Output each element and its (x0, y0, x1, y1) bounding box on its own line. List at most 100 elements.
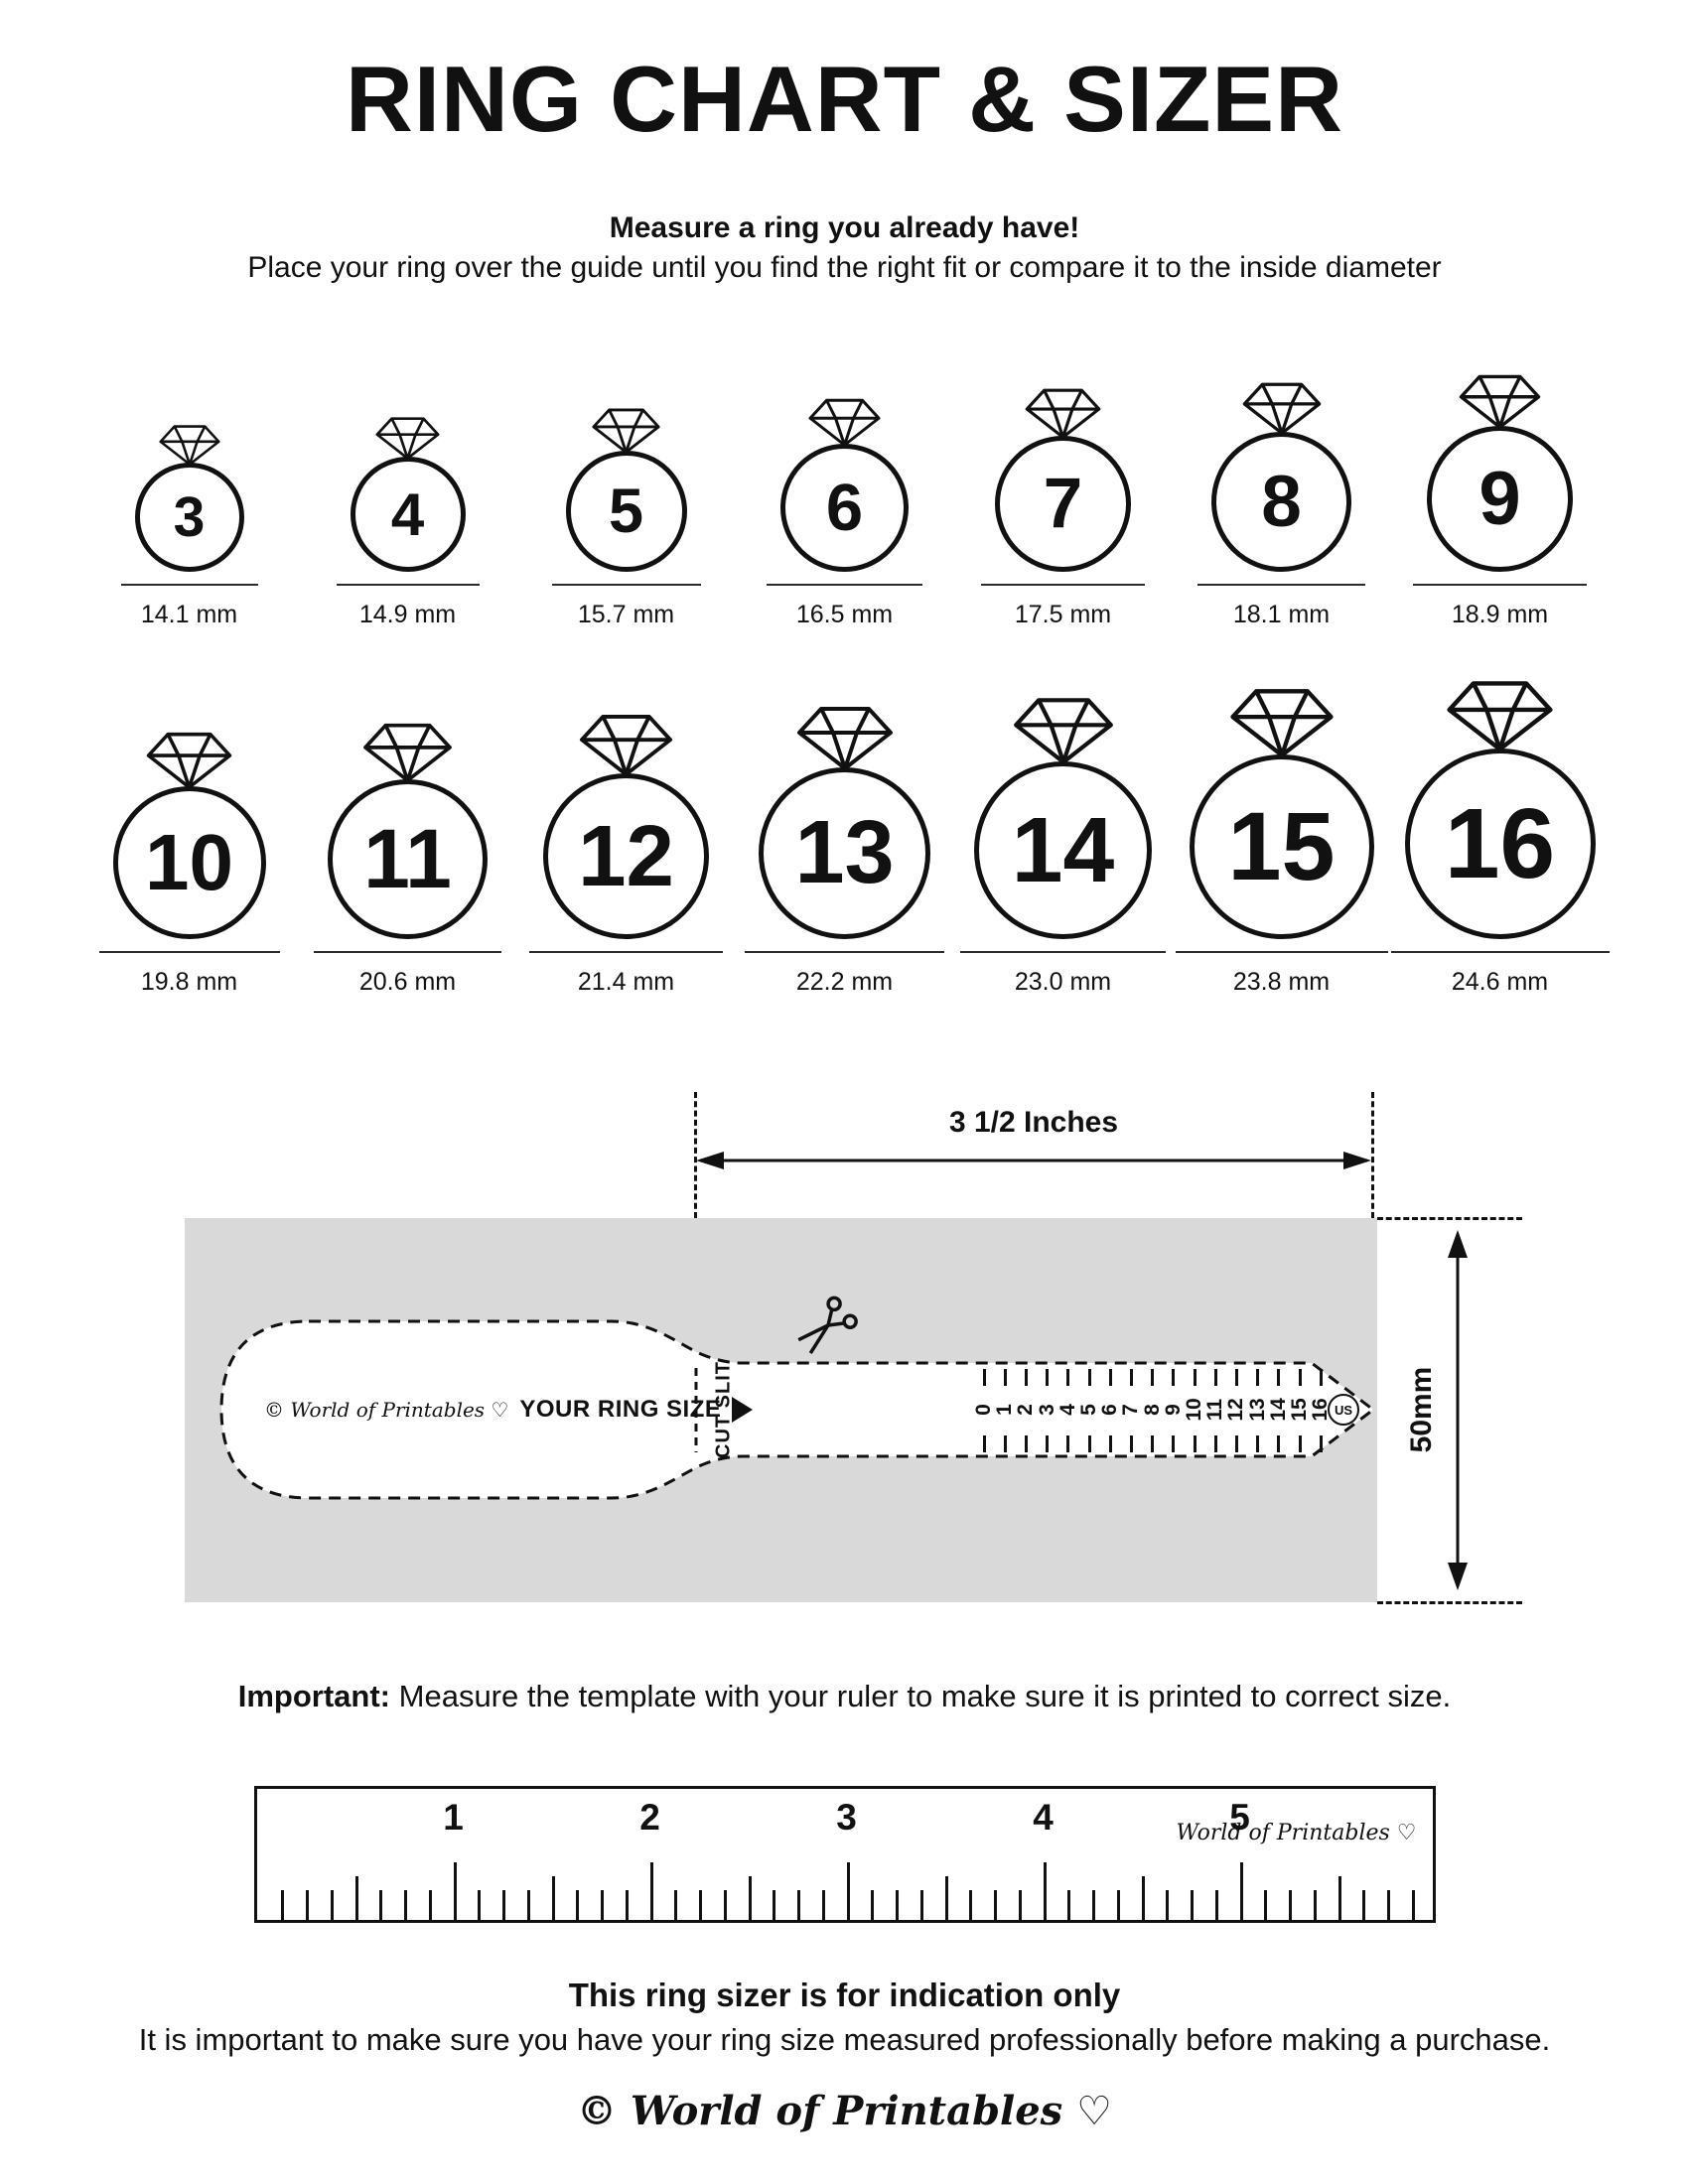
ruler-tick (526, 1890, 530, 1920)
scale-number: 3 (1035, 1404, 1058, 1416)
ruler-tick (821, 1890, 825, 1920)
diamond-icon (1459, 374, 1541, 429)
diamond-icon (592, 408, 660, 454)
ring-size-6: 6 16.5 mm (767, 353, 922, 629)
scale-number: 12 (1224, 1398, 1248, 1422)
ring-graphic: 14 (974, 659, 1152, 939)
ring-diameter-label: 22.2 mm (795, 968, 894, 996)
ring-graphic: 10 (112, 659, 266, 939)
ruler-tick (428, 1890, 432, 1920)
diamond-icon (1447, 681, 1553, 751)
ring-underline (1413, 584, 1587, 586)
ring-graphic: 9 (1427, 353, 1573, 572)
ring-circle: 11 (328, 779, 488, 939)
ruler-tick (773, 1890, 776, 1920)
diamond-icon (1242, 382, 1321, 435)
ruler-tick (379, 1890, 383, 1920)
ruler-tick (871, 1890, 875, 1920)
scale-number: 7 (1119, 1404, 1143, 1416)
ruler-tick (1018, 1890, 1022, 1920)
important-text: Measure the template with your ruler to … (398, 1679, 1452, 1713)
scale-tick (1024, 1369, 1028, 1386)
sizer-bulb-content: © World of Printables ♡ YOUR RING SIZE (264, 1396, 754, 1424)
ruler-tick (551, 1876, 555, 1920)
footer-headline: This ring sizer is for indication only (568, 1977, 1121, 2013)
scale-tick (1066, 1435, 1070, 1452)
ring-underline (120, 584, 258, 586)
scale-tick (1003, 1435, 1007, 1452)
ring-underline (981, 584, 1145, 586)
ring-diameter-label: 18.9 mm (1451, 601, 1549, 628)
ring-graphic: 8 (1211, 353, 1351, 572)
width-arrow-icon (696, 1152, 1371, 1169)
diamond-icon (158, 425, 220, 466)
ring-diameter-label: 21.4 mm (577, 968, 675, 996)
diamond-icon (1229, 689, 1334, 757)
ruler-tick (601, 1890, 604, 1920)
ring-underline (1197, 584, 1365, 586)
scale-tick (1319, 1369, 1323, 1386)
scale-tick (1256, 1435, 1260, 1452)
ruler-tick (576, 1890, 580, 1920)
ruler-tick (306, 1890, 309, 1920)
scale-tick (1066, 1369, 1070, 1386)
height-dimension-label: 50mm (1405, 1366, 1438, 1453)
scale-tick (1151, 1435, 1155, 1452)
ring-diameter-label: 14.1 mm (140, 601, 238, 628)
ring-size-9: 9 18.9 mm (1413, 353, 1587, 629)
ruler-tick (330, 1890, 334, 1920)
ruler-tick (625, 1890, 629, 1920)
ruler-tick (1092, 1890, 1095, 1920)
height-arrow-icon (1448, 1230, 1468, 1590)
scale-tick (1046, 1369, 1050, 1386)
scale-number: 2 (1014, 1404, 1038, 1416)
ring-diameter-label: 17.5 mm (1014, 601, 1112, 628)
ring-circle: 3 (134, 463, 244, 572)
ruler-tick (1337, 1876, 1341, 1920)
scale-tick (1298, 1435, 1302, 1452)
width-dim-line-right (1371, 1092, 1374, 1218)
ruler-number: 1 (443, 1797, 464, 1838)
scale-tick (982, 1369, 986, 1386)
ruler-tick (1116, 1890, 1120, 1920)
ring-graphic: 4 (350, 353, 466, 572)
scale-tick (1277, 1369, 1281, 1386)
ring-graphic: 6 (780, 353, 909, 572)
ruler-tick (699, 1890, 702, 1920)
ring-size-10: 10 19.8 mm (98, 659, 280, 997)
important-lead: Important: (237, 1679, 391, 1713)
ring-circle: 4 (350, 457, 466, 572)
ring-graphic: 7 (995, 353, 1131, 572)
ring-underline (551, 584, 701, 586)
important-note: Important: Measure the template with you… (0, 1679, 1689, 1714)
ruler-tick (478, 1890, 482, 1920)
scale-tick (1087, 1435, 1091, 1452)
scale-tick (1129, 1435, 1133, 1452)
scale-tick (1024, 1435, 1028, 1452)
ruler-tick (404, 1890, 407, 1920)
ring-diameter-label: 16.5 mm (795, 601, 894, 628)
ruler-tick (944, 1876, 948, 1920)
ring-underline (314, 951, 501, 953)
ring-diameter-label: 19.8 mm (140, 968, 238, 996)
ruler-tick (748, 1876, 752, 1920)
ring-underline (98, 951, 280, 953)
ruler-tick (1214, 1890, 1218, 1920)
width-dim-line-left (694, 1092, 697, 1218)
ring-size-7: 7 17.5 mm (981, 353, 1145, 629)
ruler-number: 4 (1033, 1797, 1054, 1838)
ruler-brand: World of Printables ♡ (1176, 1821, 1417, 1845)
ruler-tick (1362, 1890, 1366, 1920)
ring-circle: 5 (565, 451, 687, 572)
ring-circle: 16 (1404, 749, 1596, 939)
scale-tick (1319, 1435, 1323, 1452)
height-dim-line-top (1377, 1217, 1522, 1220)
ring-circle: 15 (1189, 754, 1374, 939)
ring-circle: 13 (759, 767, 930, 939)
ring-sizer-template: 3 1/2 Inches © World of Printab (0, 1092, 1689, 1633)
ruler-tick (919, 1890, 923, 1920)
